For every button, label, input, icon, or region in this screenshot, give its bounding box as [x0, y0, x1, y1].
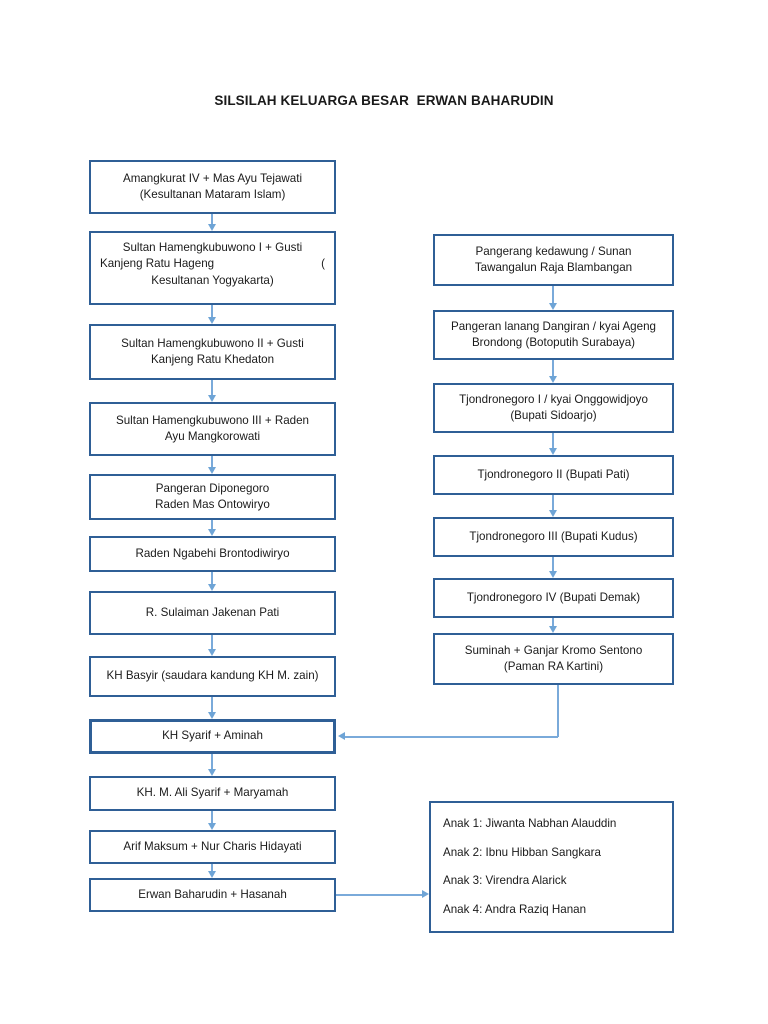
node-label: Tjondronegoro I / kyai Onggowidjoyo (Bup…: [459, 392, 648, 422]
right-connector-1-arrowhead-icon: [548, 376, 557, 383]
node-label: Arif Maksum + Nur Charis Hidayati: [123, 839, 302, 853]
node-label-line-2-right: (: [321, 257, 325, 271]
right-connector-3-line: [552, 495, 554, 511]
node-label: Amangkurat IV + Mas Ayu Tejawati (Kesult…: [122, 171, 303, 201]
left-connector-8-arrowhead-icon: [207, 769, 216, 776]
node-hamengkubuwono-iii: Sultan Hamengkubuwono III + Raden Ayu Ma…: [89, 402, 336, 456]
elbow-connector-vertical: [557, 685, 559, 737]
right-connector-3-arrowhead-icon: [548, 510, 557, 517]
node-label-line-3: Kesultanan Yogyakarta): [151, 273, 274, 287]
node-pangeran-diponegoro: Pangeran Diponegoro Raden Mas Ontowiryo: [89, 474, 336, 520]
left-connector-7-line: [211, 697, 213, 713]
node-arif-maksum: Arif Maksum + Nur Charis Hidayati: [89, 830, 336, 864]
left-connector-6-arrowhead-icon: [207, 649, 216, 656]
left-connector-4-line: [211, 520, 213, 530]
node-label: Raden Ngabehi Brontodiwiryo: [135, 546, 290, 560]
node-label: KH Syarif + Aminah: [162, 729, 263, 743]
node-tjondronegoro-ii: Tjondronegoro II (Bupati Pati): [433, 455, 674, 495]
child-entry: Anak 3: Virendra Alarick: [443, 874, 567, 888]
node-amangkurat-iv: Amangkurat IV + Mas Ayu Tejawati (Kesult…: [89, 160, 336, 214]
node-label-line-2: Kanjeng Ratu Hageng (: [100, 256, 325, 272]
left-connector-2-arrowhead-icon: [207, 395, 216, 402]
node-label-line-2-left: Kanjeng Ratu Hageng: [100, 257, 215, 271]
node-label: Erwan Baharudin + Hasanah: [138, 887, 287, 901]
left-connector-2-line: [211, 380, 213, 396]
left-connector-1-line: [211, 305, 213, 318]
page-title: SILSILAH KELUARGA BESAR ERWAN BAHARUDIN: [214, 93, 554, 108]
left-connector-0-arrowhead-icon: [207, 224, 216, 231]
node-label-line-1: Sultan Hamengkubuwono I + Gusti: [122, 241, 303, 254]
node-label: Suminah + Ganjar Kromo Sentono (Paman RA…: [464, 643, 643, 673]
child-entry: Anak 1: Jiwanta Nabhan Alauddin: [443, 817, 617, 830]
node-raden-ngabehi: Raden Ngabehi Brontodiwiryo: [89, 536, 336, 572]
right-connector-4-line: [552, 557, 554, 572]
node-label: Sultan Hamengkubuwono III + Raden Ayu Ma…: [115, 413, 310, 443]
node-tjondronegoro-iii: Tjondronegoro III (Bupati Kudus): [433, 517, 674, 557]
node-kh-m-ali-syarif: KH. M. Ali Syarif + Maryamah: [89, 776, 336, 811]
left-connector-0-line: [211, 214, 213, 225]
left-connector-9-line: [211, 811, 213, 824]
node-label: Tjondronegoro II (Bupati Pati): [477, 467, 630, 481]
node-kh-basyir: KH Basyir (saudara kandung KH M. zain): [89, 656, 336, 697]
right-connector-4-arrowhead-icon: [548, 571, 557, 578]
child-entry: Anak 4: Andra Raziq Hanan: [443, 903, 587, 917]
elbow-connector-arrowhead-icon: [338, 732, 345, 740]
node-label: KH. M. Ali Syarif + Maryamah: [136, 786, 289, 800]
right-connector-2-line: [552, 433, 554, 449]
node-label: Pangeran lanang Dangiran / kyai Ageng Br…: [451, 319, 656, 349]
node-label: Pangerang kedawung / Sunan Tawangalun Ra…: [474, 244, 633, 274]
node-tjondronegoro-i: Tjondronegoro I / kyai Onggowidjoyo (Bup…: [433, 383, 674, 433]
node-kh-syarif: KH Syarif + Aminah: [89, 719, 336, 754]
right-connector-0-arrowhead-icon: [548, 303, 557, 310]
left-connector-7-arrowhead-icon: [207, 712, 216, 719]
node-pangeran-lanang-dangiran: Pangeran lanang Dangiran / kyai Ageng Br…: [433, 310, 674, 360]
elbow-connector-horizontal: [345, 736, 558, 738]
node-tjondronegoro-iv: Tjondronegoro IV (Bupati Demak): [433, 578, 674, 618]
node-label: Sultan Hamengkubuwono II + Gusti Kanjeng…: [121, 336, 304, 366]
node-label: R. Sulaiman Jakenan Pati: [145, 605, 280, 619]
node-pangerang-kedawung: Pangerang kedawung / Sunan Tawangalun Ra…: [433, 234, 674, 286]
right-connector-0-line: [552, 286, 554, 304]
left-connector-4-arrowhead-icon: [207, 529, 216, 536]
right-connector-5-arrowhead-icon: [548, 626, 557, 633]
children-connector-line: [336, 894, 422, 896]
right-connector-2-arrowhead-icon: [548, 448, 557, 455]
left-connector-6-line: [211, 635, 213, 650]
left-connector-10-line: [211, 864, 213, 872]
left-connector-3-arrowhead-icon: [207, 467, 216, 474]
node-label: Tjondronegoro III (Bupati Kudus): [469, 529, 638, 543]
node-r-sulaiman: R. Sulaiman Jakenan Pati: [89, 591, 336, 635]
left-connector-1-arrowhead-icon: [207, 317, 216, 324]
right-connector-1-line: [552, 360, 554, 377]
node-label: Tjondronegoro IV (Bupati Demak): [466, 590, 641, 604]
left-connector-10-arrowhead-icon: [207, 871, 216, 878]
left-connector-5-line: [211, 572, 213, 585]
node-hamengkubuwono-ii: Sultan Hamengkubuwono II + Gusti Kanjeng…: [89, 324, 336, 380]
left-connector-3-line: [211, 456, 213, 468]
node-label: Pangeran Diponegoro Raden Mas Ontowiryo: [155, 481, 270, 511]
left-connector-5-arrowhead-icon: [207, 584, 216, 591]
left-connector-8-line: [211, 754, 213, 770]
children-connector-arrowhead-icon: [422, 890, 429, 898]
right-connector-5-line: [552, 618, 554, 627]
node-suminah: Suminah + Ganjar Kromo Sentono (Paman RA…: [433, 633, 674, 685]
node-erwan-baharudin: Erwan Baharudin + Hasanah: [89, 878, 336, 912]
node-label: KH Basyir (saudara kandung KH M. zain): [106, 669, 319, 683]
left-connector-9-arrowhead-icon: [207, 823, 216, 830]
child-entry: Anak 2: Ibnu Hibban Sangkara: [443, 845, 601, 859]
